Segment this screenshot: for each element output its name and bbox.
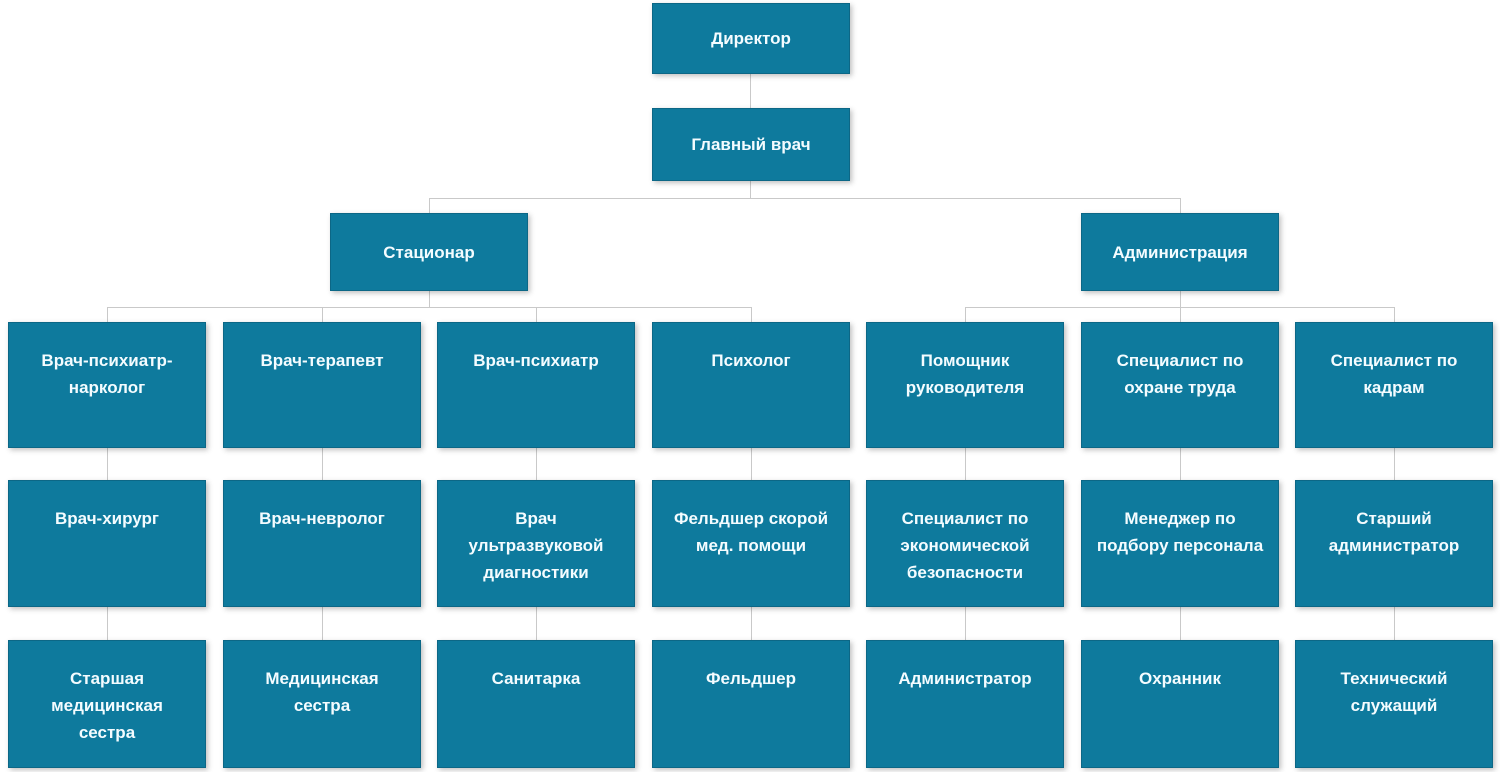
org-node-label: Старшая медицинская сестра [51, 669, 163, 742]
org-node-label: Медицинская сестра [265, 669, 379, 715]
connector-line [536, 448, 537, 480]
connector-line [965, 448, 966, 480]
org-node-label: Специалист по кадрам [1330, 351, 1458, 397]
connector-line [965, 607, 966, 640]
org-node-specialist-2: Врач-терапевт [223, 322, 421, 448]
connector-line [429, 198, 430, 213]
org-node-label: Стационар [383, 242, 475, 262]
org-node-label: Фельдшер [705, 669, 796, 688]
connector-line [751, 448, 752, 480]
connector-line [1394, 448, 1395, 480]
org-node-label: Старший администратор [1328, 509, 1460, 555]
org-node-bottom-6: Охранник [1081, 640, 1279, 768]
org-node-middle-7: Старший администратор [1295, 480, 1493, 607]
org-node-specialist-7: Специалист по кадрам [1295, 322, 1493, 448]
connector-line [1394, 607, 1395, 640]
connector-line [751, 607, 752, 640]
connector-line [429, 198, 1180, 199]
connector-line [1180, 607, 1181, 640]
org-node-label: Врач-терапевт [260, 351, 384, 370]
org-node-middle-3: Врач ультразвуковой диагностики [437, 480, 635, 607]
org-node-label: Санитарка [491, 669, 581, 688]
org-node-label: Врач-невролог [259, 509, 385, 528]
connector-line [1180, 291, 1181, 307]
org-node-middle-5: Специалист по экономической безопасности [866, 480, 1064, 607]
org-node-bottom-5: Администратор [866, 640, 1064, 768]
org-node-director: Директор [652, 3, 850, 74]
org-node-label: Главный врач [691, 135, 811, 154]
org-node-administration-branch: Администрация [1081, 213, 1279, 291]
connector-line [107, 307, 108, 322]
org-node-label: Специалист по экономической безопасности [900, 509, 1030, 582]
connector-line [107, 607, 108, 640]
org-node-middle-1: Врач-хирург [8, 480, 206, 607]
org-node-label: Врач ультразвуковой диагностики [468, 509, 604, 582]
connector-line [750, 181, 751, 198]
connector-line [965, 307, 1394, 308]
org-node-bottom-1: Старшая медицинская сестра [8, 640, 206, 768]
org-node-label: Охранник [1138, 669, 1221, 688]
connector-line [107, 307, 751, 308]
org-node-bottom-4: Фельдшер [652, 640, 850, 768]
org-node-label: Фельдшер скорой мед. помощи [673, 509, 829, 555]
org-node-label: Администрация [1112, 242, 1248, 262]
org-node-middle-2: Врач-невролог [223, 480, 421, 607]
connector-line [536, 307, 537, 322]
connector-line [965, 307, 966, 322]
org-node-bottom-3: Санитарка [437, 640, 635, 768]
org-node-specialist-6: Специалист по охране труда [1081, 322, 1279, 448]
connector-line [1180, 448, 1181, 480]
org-node-label: Специалист по охране труда [1116, 351, 1244, 397]
org-node-label: Психолог [711, 351, 791, 370]
org-node-middle-6: Менеджер по подбору персонала [1081, 480, 1279, 607]
connector-line [1180, 198, 1181, 213]
connector-line [536, 607, 537, 640]
org-node-label: Менеджер по подбору персонала [1096, 509, 1264, 555]
connector-line [1394, 307, 1395, 322]
connector-line [750, 74, 751, 108]
connector-line [429, 291, 430, 307]
org-node-label: Врач-хирург [55, 509, 159, 528]
org-node-label: Врач-психиатр-нарколог [41, 351, 173, 397]
connector-line [322, 448, 323, 480]
org-node-chief-physician: Главный врач [652, 108, 850, 181]
org-node-label: Администратор [898, 669, 1032, 688]
org-node-specialist-3: Врач-психиатр [437, 322, 635, 448]
connector-line [751, 307, 752, 322]
org-node-specialist-4: Психолог [652, 322, 850, 448]
org-node-label: Технический служащий [1340, 669, 1448, 715]
connector-line [322, 307, 323, 322]
org-node-bottom-2: Медицинская сестра [223, 640, 421, 768]
org-node-specialist-1: Врач-психиатр-нарколог [8, 322, 206, 448]
org-node-inpatient-branch: Стационар [330, 213, 528, 291]
org-node-label: Помощник руководителя [905, 351, 1025, 397]
org-node-label: Директор [711, 29, 791, 48]
connector-line [322, 607, 323, 640]
org-node-middle-4: Фельдшер скорой мед. помощи [652, 480, 850, 607]
connector-line [107, 448, 108, 480]
connector-line [1180, 307, 1181, 322]
org-node-specialist-5: Помощник руководителя [866, 322, 1064, 448]
org-node-label: Врач-психиатр [473, 351, 599, 370]
org-node-bottom-7: Технический служащий [1295, 640, 1493, 768]
